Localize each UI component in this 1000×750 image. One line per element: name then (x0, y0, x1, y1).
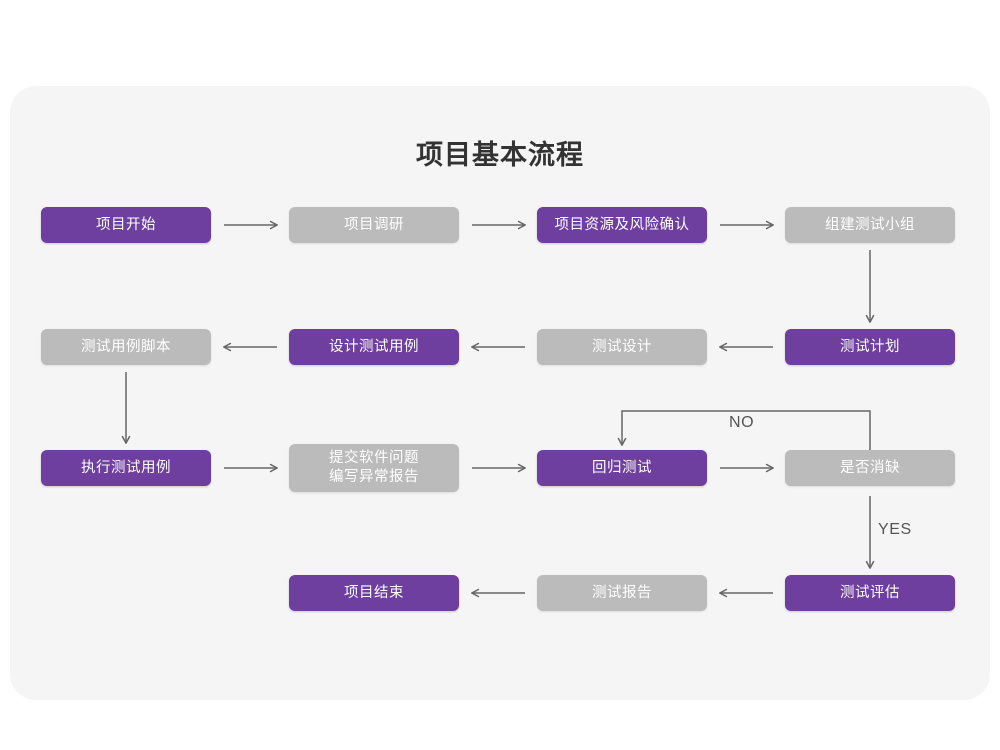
edge-label-no: NO (729, 414, 755, 431)
node-test-report[interactable]: 测试报告 (537, 575, 707, 611)
node-project-start[interactable]: 项目开始 (41, 207, 211, 243)
node-test-case-script[interactable]: 测试用例脚本 (41, 329, 211, 365)
node-test-design[interactable]: 测试设计 (537, 329, 707, 365)
edge-label-yes: YES (878, 521, 912, 538)
page-title: 项目基本流程 (416, 140, 584, 170)
node-form-test-team[interactable]: 组建测试小组 (785, 207, 955, 243)
node-test-plan[interactable]: 测试计划 (785, 329, 955, 365)
node-submit-issue-report[interactable]: 提交软件问题 编写异常报告 (289, 444, 459, 492)
node-resource-risk-confirm[interactable]: 项目资源及风险确认 (537, 207, 707, 243)
node-test-evaluation[interactable]: 测试评估 (785, 575, 955, 611)
node-regression-test[interactable]: 回归测试 (537, 450, 707, 486)
node-design-test-cases[interactable]: 设计测试用例 (289, 329, 459, 365)
node-defect-cleared[interactable]: 是否消缺 (785, 450, 955, 486)
node-execute-test-cases[interactable]: 执行测试用例 (41, 450, 211, 486)
node-project-end[interactable]: 项目结束 (289, 575, 459, 611)
node-project-research[interactable]: 项目调研 (289, 207, 459, 243)
